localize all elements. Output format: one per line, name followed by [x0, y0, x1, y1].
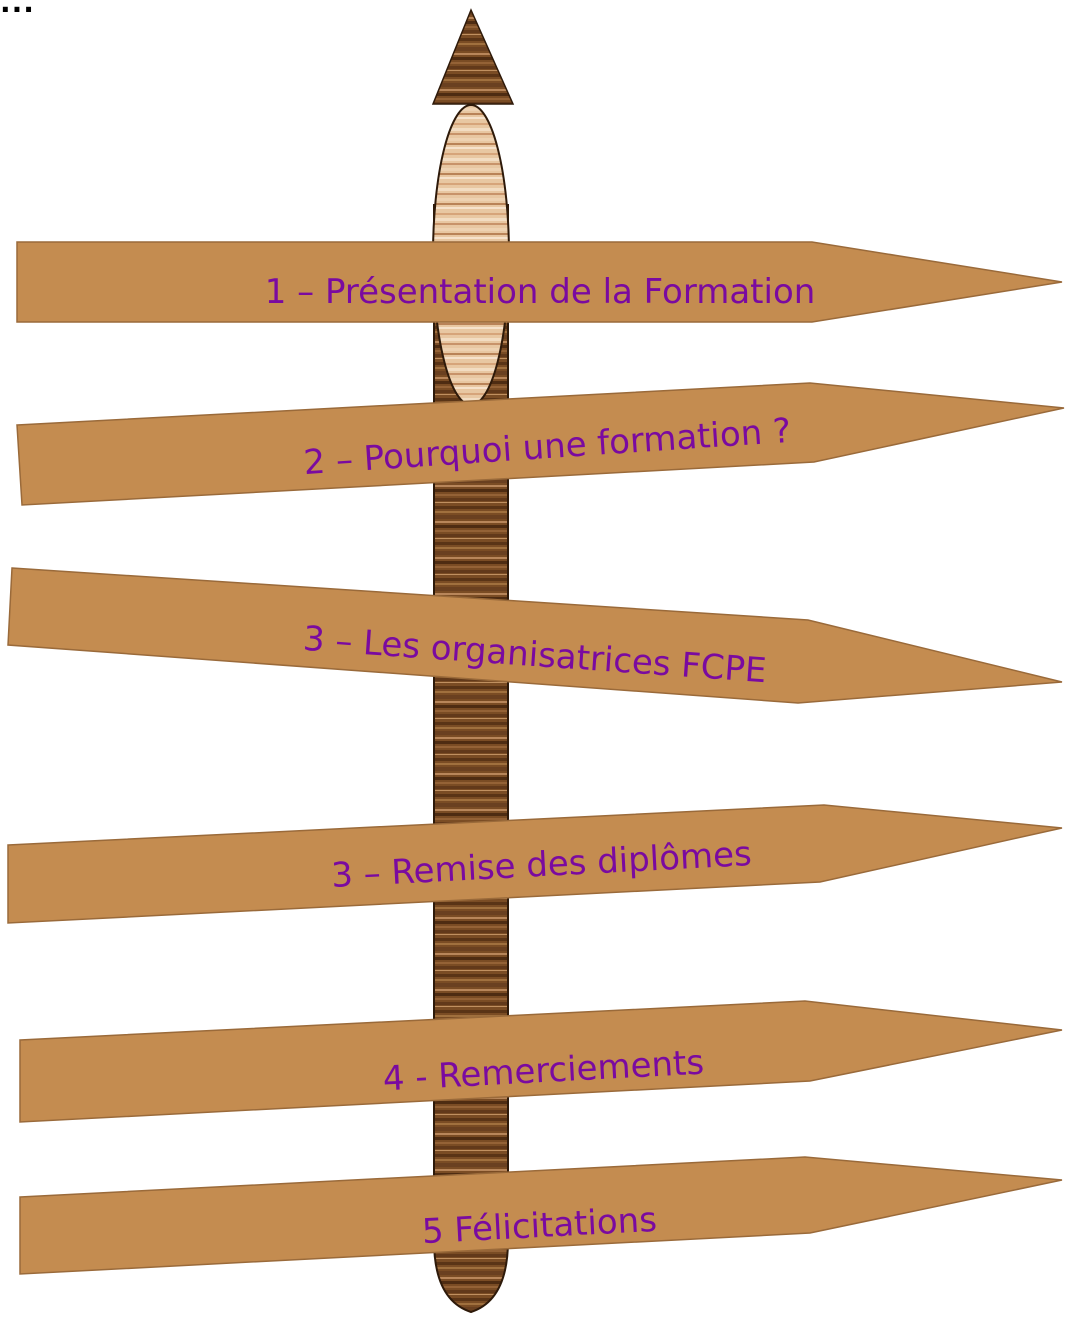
sign-6: 5 Félicitations — [20, 1157, 1062, 1274]
sign-4: 3 – Remise des diplômes — [8, 805, 1062, 923]
corner-ellipsis: ... — [0, 0, 35, 19]
sign-5: 4 - Remerciements — [20, 1001, 1062, 1122]
pole-arrow-tip-icon — [433, 10, 513, 104]
sign-1: 1 – Présentation de la Formation — [17, 242, 1062, 322]
sign-3: 3 – Les organisatrices FCPE — [8, 568, 1062, 703]
sign-1-label: 1 – Présentation de la Formation — [265, 272, 816, 312]
sign-2: 2 – Pourquoi une formation ? — [17, 383, 1064, 505]
